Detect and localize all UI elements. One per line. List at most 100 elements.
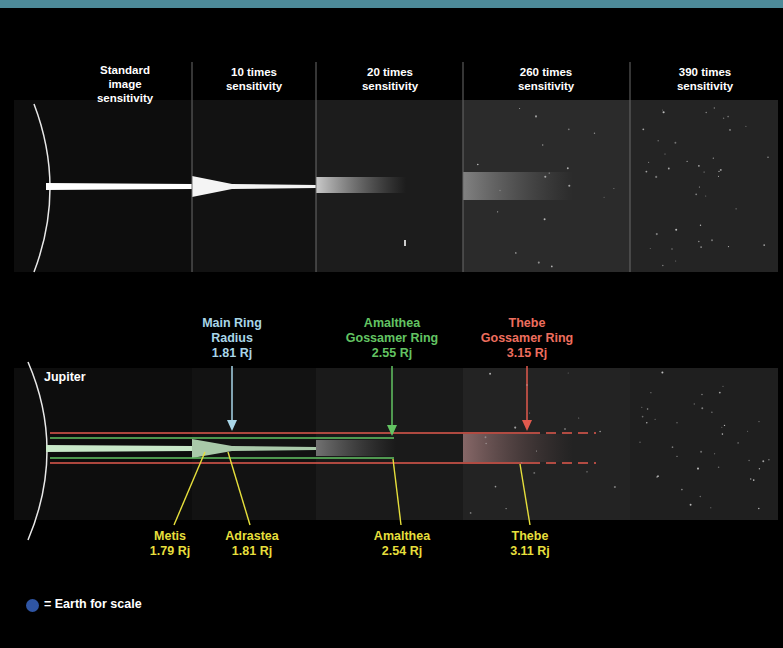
noise-dot — [675, 260, 676, 261]
noise-dot — [567, 167, 569, 169]
noise-dot — [750, 478, 752, 480]
noise-dot — [698, 241, 700, 243]
column-heading: 390 times sensitivity — [663, 66, 747, 94]
noise-dot — [662, 110, 663, 111]
noise-dot — [578, 418, 579, 419]
noise-dot — [737, 442, 738, 443]
noise-dot — [727, 116, 729, 118]
thebe-ring-edge — [546, 462, 596, 464]
noise-dot — [758, 508, 759, 509]
noise-dot — [722, 433, 724, 435]
column-heading: 10 times sensitivity — [212, 66, 296, 94]
noise-dot — [676, 456, 677, 457]
noise-dot — [647, 408, 649, 410]
legend-text: = Earth for scale — [44, 597, 142, 612]
noise-dot — [641, 407, 642, 408]
leader-line — [520, 464, 530, 525]
noise-dot — [747, 431, 748, 432]
noise-dot — [664, 153, 665, 154]
leader-line — [393, 459, 401, 525]
noise-dot — [748, 460, 750, 462]
noise-dot — [728, 246, 729, 247]
pointer-arrow — [231, 366, 233, 424]
panel-bg — [14, 368, 192, 520]
panel-bg — [14, 100, 192, 272]
noise-dot — [681, 489, 683, 491]
noise-dot — [745, 126, 746, 127]
noise-dot — [723, 117, 724, 118]
amalthea-ring-edge — [50, 437, 394, 439]
noise-dot — [697, 468, 699, 470]
noise-dot — [698, 165, 700, 167]
moon-label: Metis 1.79 Rj — [144, 529, 196, 559]
noise-dot — [485, 436, 487, 438]
pointer-arrow — [526, 366, 528, 422]
noise-dot — [672, 446, 674, 448]
bottom-panel — [14, 362, 778, 540]
noise-dot — [470, 512, 472, 514]
noise-dot — [700, 496, 702, 498]
noise-dot — [551, 266, 553, 268]
panel-bg — [630, 368, 778, 520]
column-dividers — [192, 62, 630, 272]
noise-dot — [705, 195, 706, 196]
thebe-ring-edge — [50, 432, 540, 434]
noise-dot — [674, 142, 676, 144]
noise-dot — [704, 171, 705, 172]
noise-dot — [485, 443, 487, 445]
divider — [630, 62, 631, 272]
arrow-head — [522, 420, 532, 431]
noise-dot — [668, 168, 670, 170]
divider — [192, 62, 193, 272]
noise-dot — [753, 479, 755, 481]
noise-dot — [720, 169, 722, 171]
thebe-ring-edge — [546, 432, 596, 434]
noise-dot — [549, 173, 550, 174]
noise-dot — [586, 471, 587, 472]
noise-dot — [650, 248, 651, 249]
noise-dot — [542, 144, 543, 145]
noise-dot — [538, 262, 540, 264]
noise-dot — [687, 161, 688, 162]
noise-dot — [714, 453, 715, 454]
noise-dot — [650, 392, 651, 393]
panel-bg — [316, 368, 463, 520]
noise-dot — [711, 411, 712, 412]
noise-dot — [676, 422, 677, 423]
noise-dot — [719, 392, 721, 394]
noise-dot — [706, 112, 707, 113]
noise-dot — [499, 190, 500, 191]
noise-dot — [700, 225, 701, 226]
column-heading: 260 times sensitivity — [504, 66, 588, 94]
noise-dot — [594, 133, 595, 134]
noise-dot — [656, 233, 658, 235]
noise-dot — [656, 476, 658, 478]
noise-dot — [505, 508, 506, 509]
noise-dots — [470, 107, 770, 513]
noise-dot — [721, 427, 722, 428]
noise-dot — [699, 186, 700, 187]
noise-dot — [713, 158, 714, 159]
noise-dot — [662, 265, 664, 267]
noise-dot — [718, 466, 720, 468]
main-ring — [192, 176, 316, 197]
amalthea-ring-edge — [50, 457, 394, 459]
noise-dot — [655, 176, 657, 178]
noise-dot — [544, 218, 546, 220]
noise-dot — [675, 229, 677, 231]
noise-dot — [763, 244, 765, 246]
main-ring — [192, 439, 316, 458]
noise-dot — [477, 164, 479, 166]
gossamer-ring — [463, 172, 573, 200]
moon-label: Adrastea 1.81 Rj — [220, 529, 284, 559]
panel-bg — [463, 100, 630, 272]
noise-dot — [535, 115, 537, 117]
pointer-arrow — [391, 366, 393, 428]
noise-dot — [655, 419, 656, 420]
thebe-ring-edge — [50, 462, 540, 464]
noise-dot — [663, 111, 665, 113]
noise-dot — [648, 162, 649, 163]
main-ring — [46, 445, 192, 452]
noise-dot — [642, 128, 644, 130]
panel-bg — [316, 100, 463, 272]
